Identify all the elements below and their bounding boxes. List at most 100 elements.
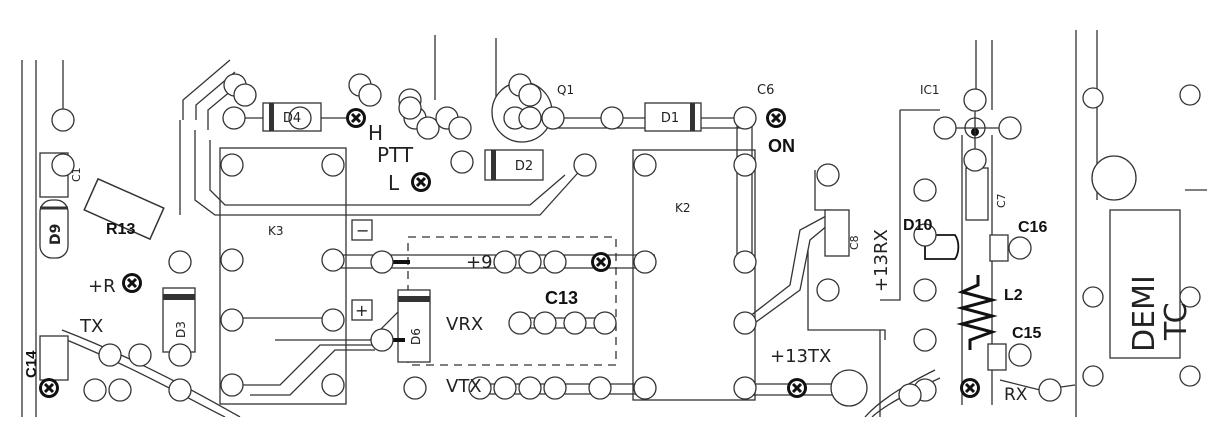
solder-pad bbox=[168, 378, 192, 402]
solder-pad bbox=[220, 153, 244, 177]
label-minus-sign: − bbox=[356, 221, 369, 240]
solder-pad bbox=[1038, 378, 1062, 402]
label-tc: TC bbox=[1159, 302, 1194, 341]
solder-pad bbox=[220, 308, 244, 332]
solder-pad bbox=[220, 373, 244, 397]
label-l: L bbox=[388, 171, 400, 195]
solder-pad bbox=[370, 250, 394, 274]
solder-pad bbox=[963, 88, 987, 112]
solder-pad bbox=[233, 83, 257, 107]
solder-pad bbox=[733, 376, 757, 400]
label-k2: K2 bbox=[675, 201, 691, 215]
label-c1: C1 bbox=[70, 167, 83, 182]
solder-pad bbox=[220, 248, 244, 272]
label-h: H bbox=[368, 121, 383, 145]
solder-pad bbox=[733, 153, 757, 177]
solder-pad bbox=[600, 106, 624, 130]
solder-pad bbox=[398, 96, 422, 120]
label-r13: R13 bbox=[106, 221, 135, 238]
solder-pad bbox=[573, 153, 597, 177]
solder-pad bbox=[733, 250, 757, 274]
solder-pad bbox=[508, 311, 532, 335]
solder-pad bbox=[518, 250, 542, 274]
solder-pad bbox=[370, 328, 394, 352]
label-d1: D1 bbox=[661, 111, 679, 126]
label-d2: D2 bbox=[515, 159, 533, 174]
solder-pad bbox=[913, 328, 937, 352]
solder-pad bbox=[321, 248, 345, 272]
solder-pad bbox=[416, 116, 440, 140]
test-point-x-marker bbox=[591, 252, 611, 272]
solder-pad bbox=[450, 150, 474, 174]
solder-pad bbox=[168, 343, 192, 367]
solder-pad bbox=[358, 83, 382, 107]
solder-pad bbox=[493, 250, 517, 274]
label-d6: D6 bbox=[409, 328, 423, 345]
solder-pad bbox=[543, 376, 567, 400]
label-vtx: VTX bbox=[446, 376, 482, 397]
solder-pad bbox=[963, 148, 987, 172]
label-c15: C15 bbox=[1012, 325, 1041, 342]
test-point-x-marker bbox=[960, 378, 980, 398]
board-edges bbox=[21, 30, 1098, 417]
solder-pad bbox=[1008, 343, 1032, 367]
solder-pad bbox=[816, 163, 840, 187]
solder-pad bbox=[998, 116, 1022, 140]
label-d3: D3 bbox=[174, 321, 188, 338]
silkscreen-labels: D4 H PTT L D2 Q1 D1 C6 ON K3 K2 +9 C13 V… bbox=[23, 83, 1194, 405]
solder-pad bbox=[913, 223, 937, 247]
solder-pad bbox=[168, 250, 192, 274]
solder-pad bbox=[518, 83, 542, 107]
test-point-x-marker bbox=[346, 108, 366, 128]
label-l2: L2 bbox=[1004, 287, 1023, 304]
solder-pad bbox=[588, 376, 612, 400]
label-d4: D4 bbox=[283, 111, 301, 126]
solder-pads bbox=[51, 73, 1062, 407]
solder-pad bbox=[816, 278, 840, 302]
label-plus-sign: + bbox=[355, 301, 368, 320]
label-d10: D10 bbox=[903, 217, 932, 234]
test-point-markers bbox=[39, 108, 980, 398]
solder-pad bbox=[222, 106, 246, 130]
label-p13rx: +13RX bbox=[871, 229, 892, 292]
solder-pad bbox=[51, 153, 75, 177]
solder-pad bbox=[733, 311, 757, 335]
solder-pad bbox=[128, 343, 152, 367]
solder-pad bbox=[913, 278, 937, 302]
label-q1: Q1 bbox=[557, 83, 574, 97]
label-on: ON bbox=[768, 136, 795, 156]
label-ptt: PTT bbox=[377, 143, 414, 167]
solder-pad bbox=[98, 343, 122, 367]
label-rx: RX bbox=[1004, 385, 1028, 405]
solder-pad bbox=[733, 106, 757, 130]
solder-pad bbox=[633, 250, 657, 274]
label-c16: C16 bbox=[1018, 219, 1047, 236]
mounting-holes bbox=[830, 84, 1201, 407]
solder-pad bbox=[288, 106, 312, 130]
solder-pad bbox=[493, 376, 517, 400]
solder-pad bbox=[541, 106, 565, 130]
test-point-x-marker bbox=[39, 378, 59, 398]
solder-pad bbox=[468, 376, 492, 400]
label-vrx: VRX bbox=[446, 314, 483, 335]
solder-pad bbox=[321, 308, 345, 332]
solder-pad bbox=[633, 376, 657, 400]
label-c13: C13 bbox=[545, 288, 578, 308]
solder-pad bbox=[533, 311, 557, 335]
solder-pad bbox=[563, 311, 587, 335]
solder-pad bbox=[543, 250, 567, 274]
solder-pad bbox=[518, 376, 542, 400]
label-tx: TX bbox=[79, 316, 103, 337]
solder-pad bbox=[518, 106, 542, 130]
label-demi: DEMI bbox=[1127, 275, 1162, 352]
solder-pad bbox=[593, 311, 617, 335]
label-plus-r: +R bbox=[88, 276, 116, 297]
test-point-x-marker bbox=[411, 172, 431, 192]
solder-pad bbox=[1008, 236, 1032, 260]
solder-pad bbox=[321, 373, 345, 397]
label-d9: D9 bbox=[48, 224, 64, 245]
solder-pad bbox=[83, 378, 107, 402]
label-k3: K3 bbox=[268, 224, 284, 238]
